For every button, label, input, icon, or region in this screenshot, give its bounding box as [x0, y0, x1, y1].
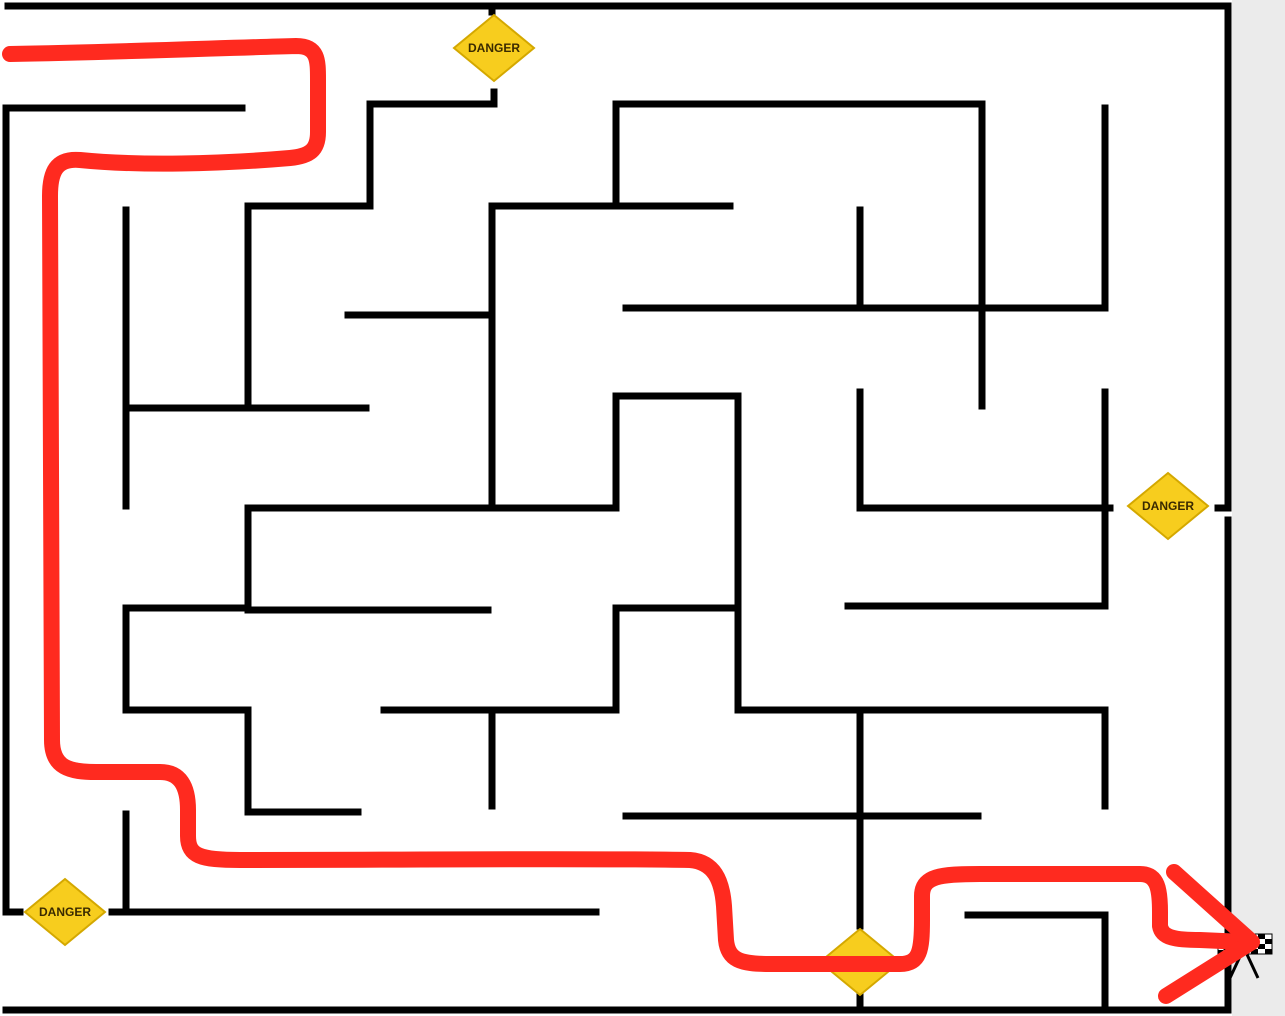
maze-wall [612, 392, 742, 714]
warning-diamond-icon [1126, 471, 1210, 541]
danger-sign-top: DANGER [452, 13, 536, 83]
arrow-right-icon [1158, 864, 1260, 1004]
maze-wall [244, 504, 620, 614]
warning-diamond-icon [23, 877, 107, 947]
maze-wall [844, 388, 1109, 610]
maze-wall [366, 88, 498, 210]
maze-wall [612, 100, 986, 410]
solution-path-line [2, 38, 1253, 972]
danger-sign-label: DANGER [1142, 499, 1194, 513]
danger-sign-left: DANGER [23, 877, 107, 947]
danger-sign-label: DANGER [39, 905, 91, 919]
maze-wall [122, 604, 362, 816]
maze-walls [2, 2, 1232, 1014]
maze-wall [964, 911, 1109, 1014]
maze-wall [734, 706, 1109, 810]
warning-diamond-icon [452, 13, 536, 83]
danger-sign-label: DANGER [468, 41, 520, 55]
danger-sign-right: DANGER [1126, 471, 1210, 541]
right-edge-strip [1232, 0, 1285, 1016]
maze-wall [380, 604, 742, 714]
maze-wall [856, 388, 1114, 512]
